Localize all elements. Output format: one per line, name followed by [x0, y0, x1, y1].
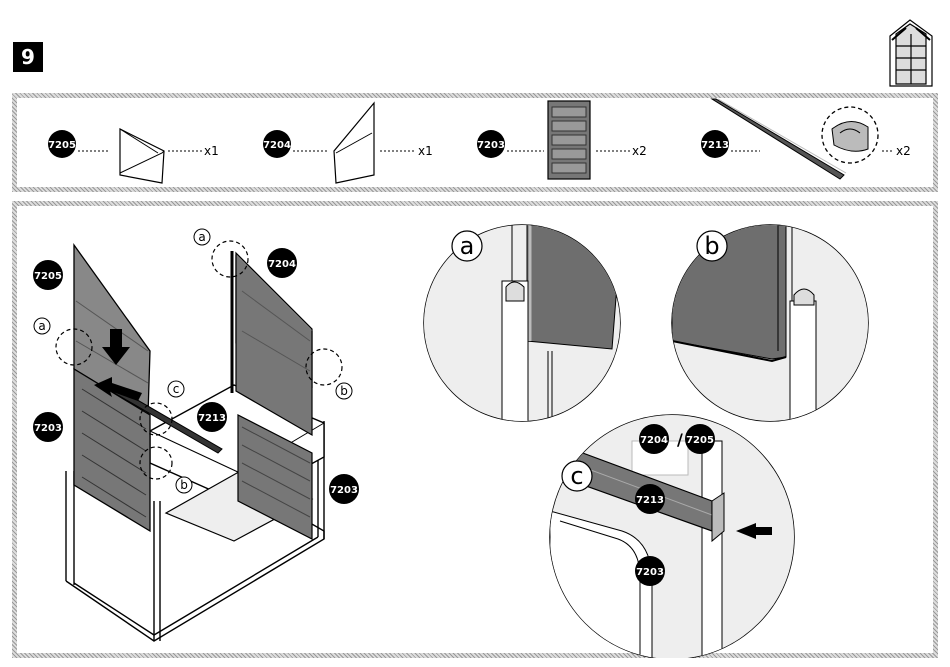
- part-label: 7204: [263, 140, 291, 151]
- part-7204: 7204 x1: [263, 103, 433, 183]
- detail-c-label-panel-left: 7204: [640, 435, 668, 446]
- detail-b: b: [670, 221, 870, 441]
- callout-c: c: [173, 382, 180, 396]
- detail-c-letter: c: [570, 462, 583, 490]
- detail-c-label-panel-right: 7205: [686, 435, 714, 446]
- part-label: 7205: [48, 140, 76, 151]
- parts-list-panel: 7205 x1 7204 x1 7203: [12, 93, 938, 192]
- assembly-panel: a a b c b 7205 7204 7203 7213 7203: [12, 201, 938, 658]
- detail-a-letter: a: [460, 232, 475, 260]
- callout-b-right: b: [340, 384, 348, 398]
- label-bar: 7213: [198, 413, 226, 424]
- part-qty: x1: [418, 144, 433, 158]
- callout-a-top: a: [198, 230, 205, 244]
- label-left-panel: 7205: [34, 271, 62, 282]
- part-7205: 7205 x1: [48, 129, 219, 183]
- main-assembly-drawing: a a b c b 7205 7204 7203 7213 7203: [33, 229, 359, 641]
- label-left-shutter: 7203: [34, 423, 62, 434]
- detail-c: c 7204 / 7205 7213 7203: [550, 415, 800, 658]
- step-number: 9: [13, 42, 43, 72]
- detail-c-label-bar: 7213: [636, 495, 664, 506]
- part-qty: x1: [204, 144, 219, 158]
- callout-b-bottom: b: [180, 478, 188, 492]
- label-right-shutter: 7203: [330, 485, 358, 496]
- part-7203: 7203 x2: [477, 101, 647, 179]
- part-qty: x2: [632, 144, 647, 158]
- label-right-panel: 7204: [268, 259, 296, 270]
- detail-b-letter: b: [704, 232, 719, 260]
- part-qty: x2: [896, 144, 911, 158]
- panel-7205-drawing: [120, 129, 164, 183]
- part-label: 7203: [477, 140, 505, 151]
- detail-a: a: [422, 221, 622, 441]
- detail-c-label-shutter: 7203: [636, 567, 664, 578]
- part-label: 7213: [701, 140, 729, 151]
- callout-a-left: a: [38, 319, 45, 333]
- detail-c-separator: /: [677, 430, 683, 449]
- part-7213: 7213 x2: [701, 99, 911, 179]
